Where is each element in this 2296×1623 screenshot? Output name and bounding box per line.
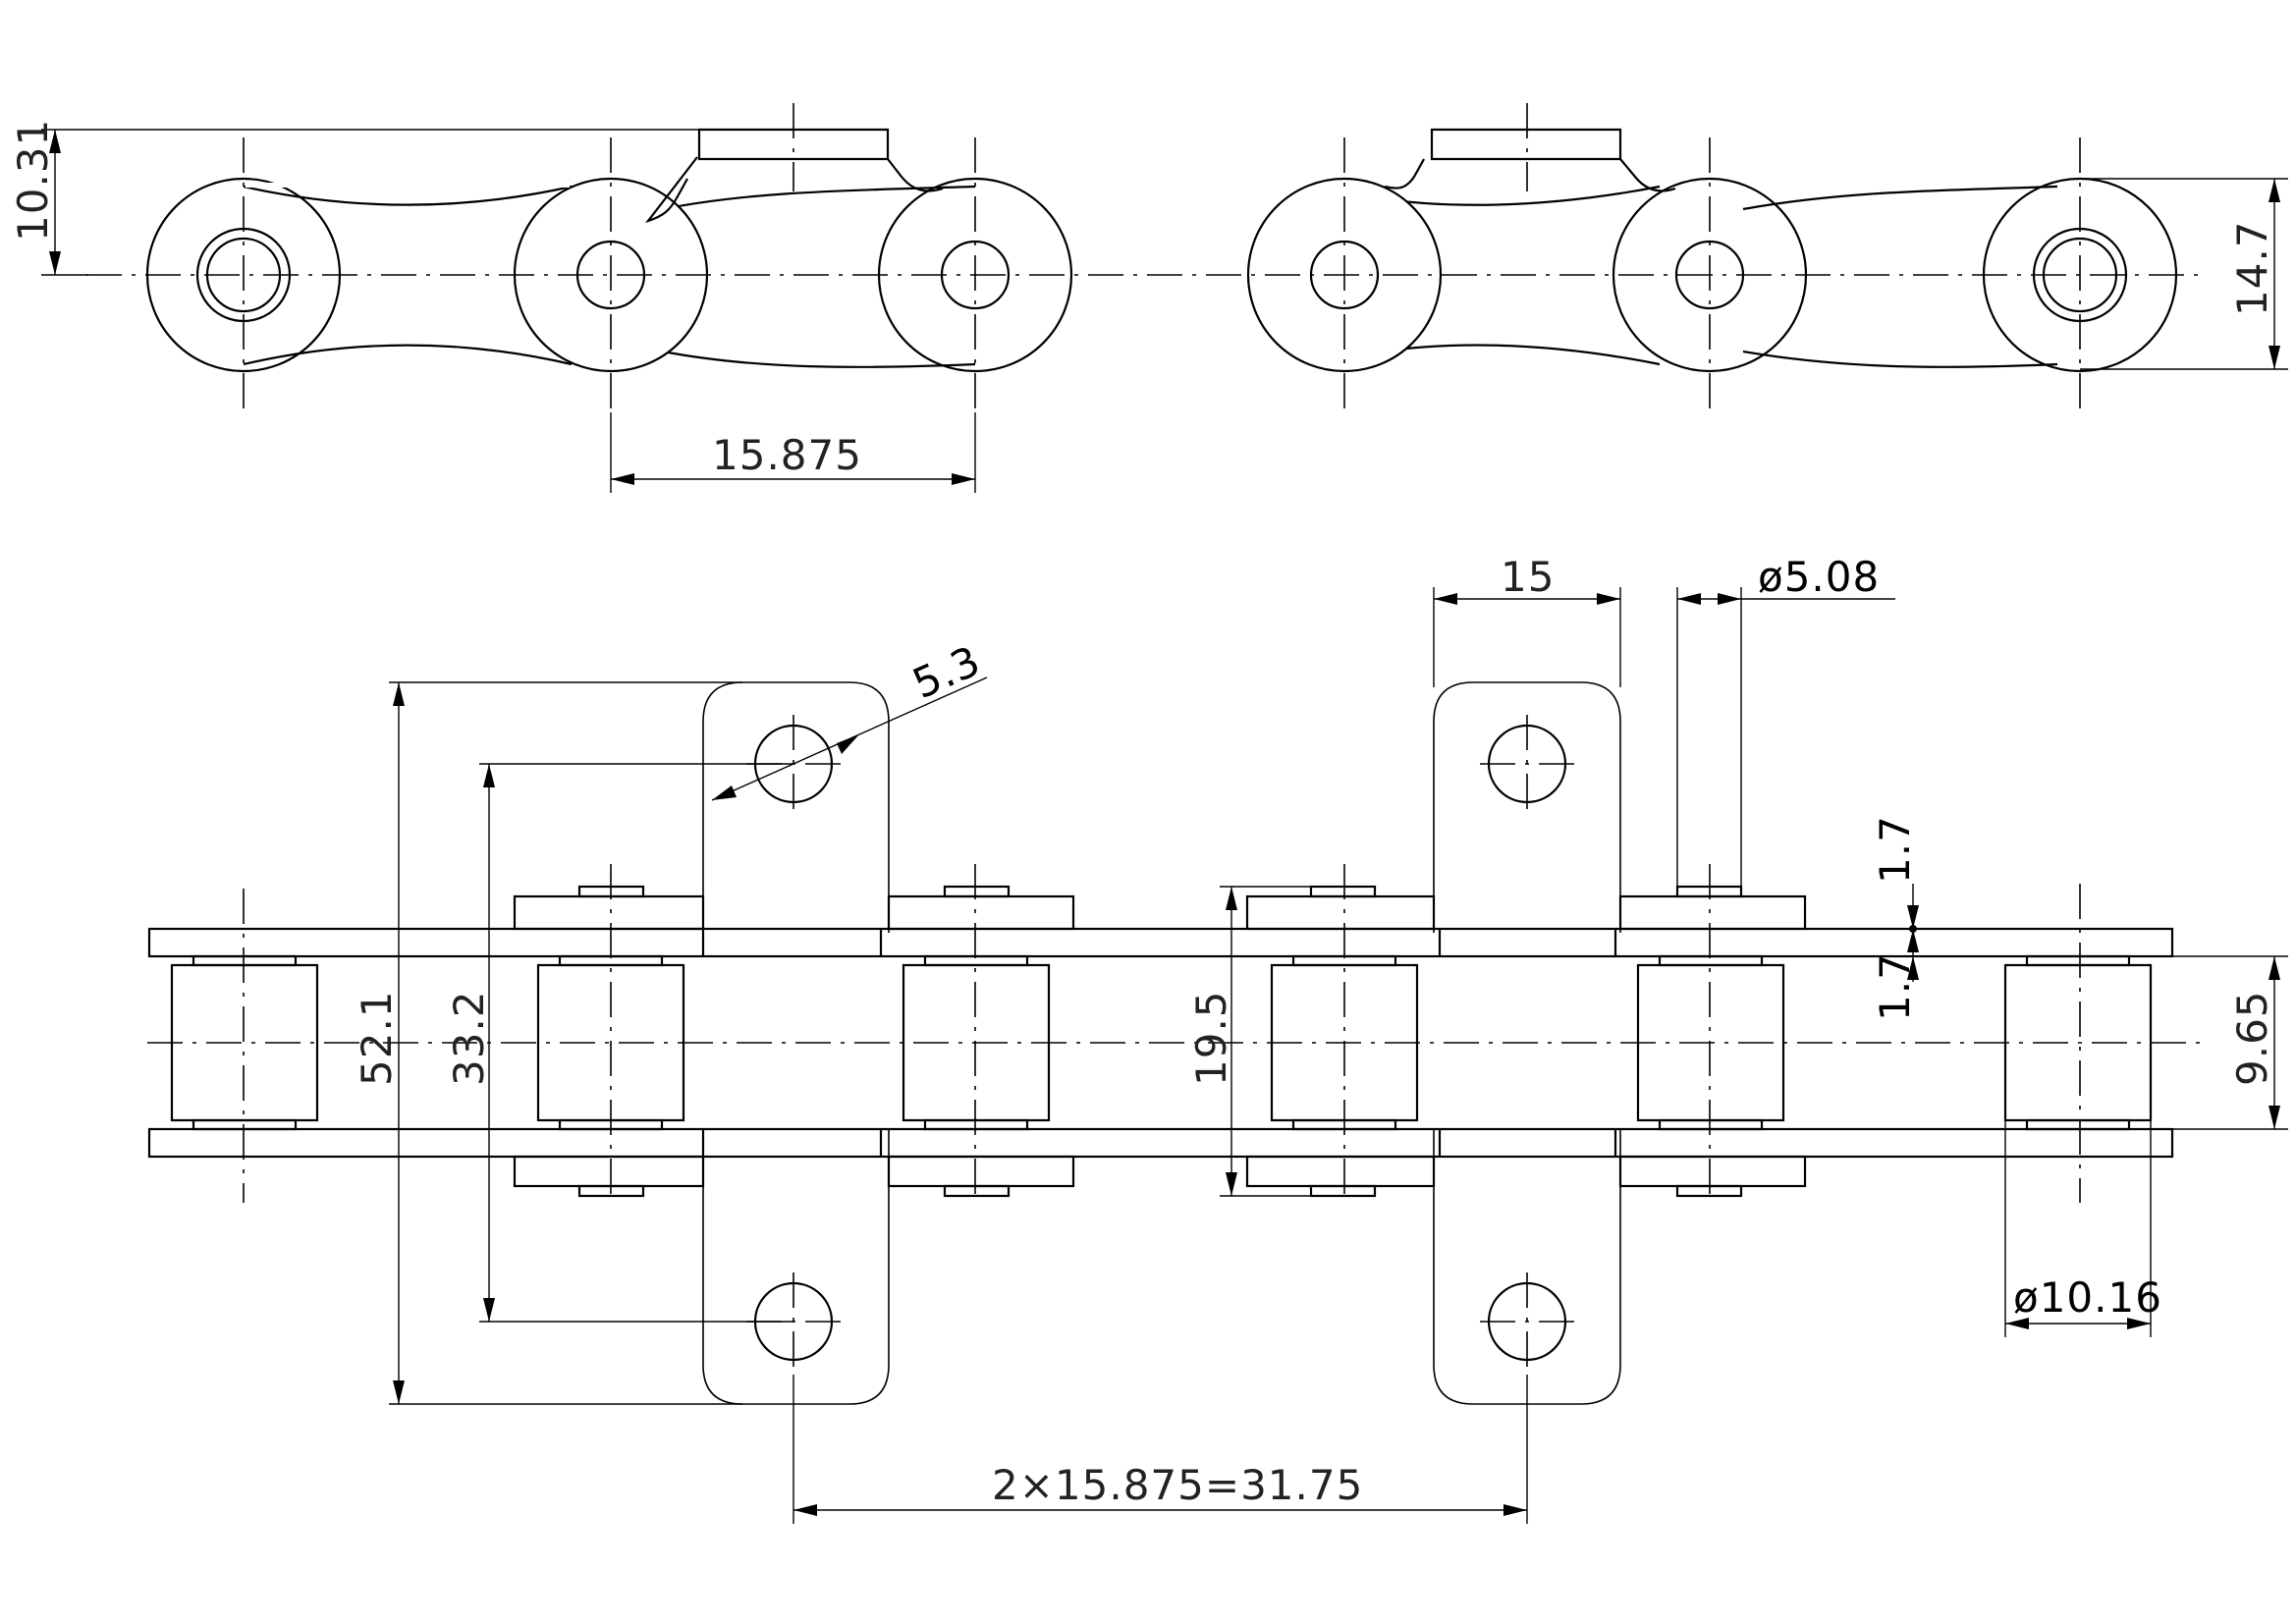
inner-plates-top (513, 894, 1807, 931)
dim-label-inner-width: 9.65 (2228, 990, 2276, 1086)
dim-plate-height: 14.7 (2080, 178, 2288, 370)
dim-label-overall-width: 52.1 (353, 990, 401, 1086)
dim-label-hole-spacing: 33.2 (445, 990, 493, 1086)
dim-label-pitch: 15.875 (712, 431, 862, 479)
dim-hole-size: 5.3 (711, 636, 988, 801)
attachment-plate-top-1 (702, 681, 890, 933)
pin-heads-bottom (577, 1184, 1743, 1198)
dim-label-pin-width: 19.5 (1187, 990, 1235, 1086)
link-outline (243, 185, 2058, 368)
dim-label-roller-diameter: ø10.16 (2013, 1273, 2162, 1322)
attachment-tab-2 (1384, 128, 1676, 192)
dim-label-attachment-width: 15 (1501, 553, 1555, 601)
dim-overall-width: 52.1 (353, 681, 742, 1405)
dim-hole-spacing: 33.2 (445, 763, 793, 1323)
outer-plate-bar-bottom (147, 1127, 2174, 1159)
dim-inner-width: 9.65 (2151, 955, 2288, 1130)
attachment-plate-bottom-1 (702, 1129, 890, 1405)
outer-plate-bar-top (147, 927, 2174, 958)
plan-view: 52.1 33.2 19.5 15 (147, 553, 2288, 1524)
dim-attachment-width: 15 (1433, 553, 1621, 687)
dim-label-hole-size: 5.3 (905, 636, 988, 708)
dim-label-tab-height: 10.31 (9, 119, 57, 242)
inner-plates-bottom (513, 1155, 1807, 1188)
dim-hole-diameter: ø5.08 (1676, 553, 1895, 887)
dim-label-hole-diameter: ø5.08 (1758, 553, 1880, 601)
attachment-plate-top-2 (1433, 681, 1621, 933)
dim-attachment-pitch: 2×15.875=31.75 (793, 1375, 1528, 1524)
dim-roller-diameter: ø10.16 (2004, 1120, 2162, 1337)
attachment-tab-1 (644, 128, 944, 224)
dim-pitch: 15.875 (610, 412, 976, 493)
dim-label-offset-bottom: 1.7 (1871, 952, 1919, 1021)
side-view: 10.31 14.7 15.875 (9, 103, 2288, 493)
pin-heads-top (577, 885, 1743, 898)
dim-label-offset-top: 1.7 (1871, 815, 1919, 884)
dim-offsets: 1.7 1.7 (1805, 815, 1925, 1021)
dim-tab-height: 10.31 (9, 119, 699, 276)
dim-label-attachment-pitch: 2×15.875=31.75 (992, 1461, 1363, 1509)
dim-pin-width: 19.5 (1187, 886, 1311, 1197)
dim-label-plate-height: 14.7 (2228, 220, 2276, 316)
